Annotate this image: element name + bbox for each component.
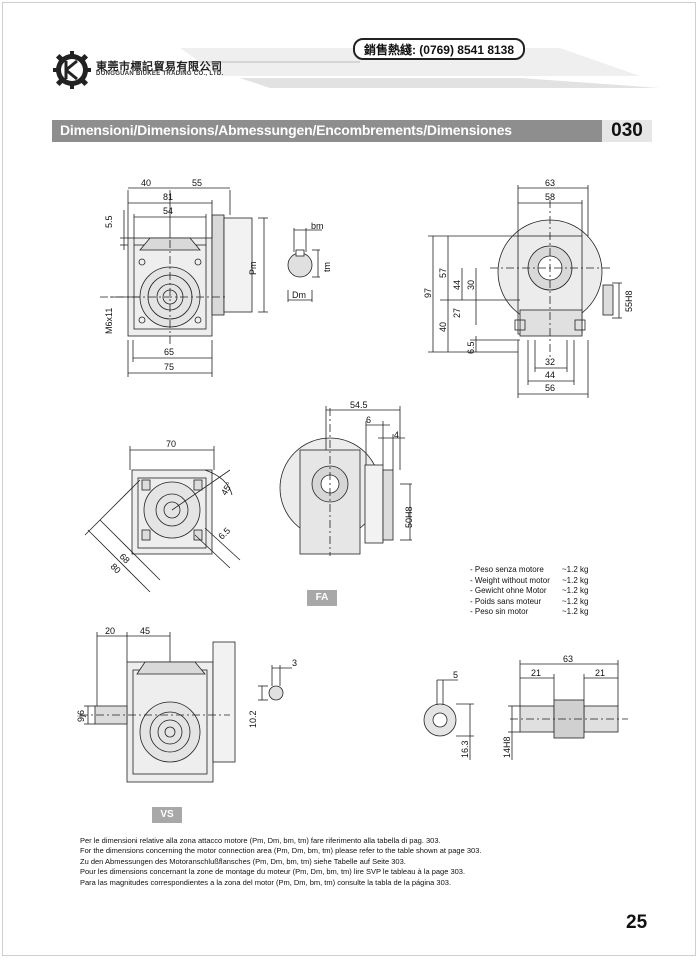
dim-hollow-63: 63 xyxy=(563,654,573,664)
dim-hollow-21a: 21 xyxy=(531,668,541,678)
shaft-detail-drawing xyxy=(287,228,322,302)
dim-front-40: 40 xyxy=(141,178,151,188)
weight-list: - Peso senza motore~1.2 kg - Weight with… xyxy=(470,565,588,618)
gear-logo-icon xyxy=(53,51,91,89)
hollow-shaft-drawing xyxy=(508,660,628,760)
dim-side-58: 58 xyxy=(545,192,555,202)
note-es: Para las magnitudes correspondientes a l… xyxy=(80,877,452,887)
vs-tag: VS xyxy=(152,807,182,823)
weight-row: - Peso senza motore~1.2 kg xyxy=(470,565,589,574)
dim-side-57: 57 xyxy=(438,268,448,278)
dim-bore-5: 5 xyxy=(453,670,458,680)
dim-side-56: 56 xyxy=(545,383,555,393)
weight-row: - Poids sans moteur~1.2 kg xyxy=(470,596,589,606)
bore-detail-drawing xyxy=(423,679,474,760)
dim-rot-70: 70 xyxy=(166,439,176,449)
dim-front-75: 75 xyxy=(164,362,174,372)
dim-front-m6x11: M6x11 xyxy=(104,308,114,334)
dim-side-55h8: 55H8 xyxy=(624,290,634,312)
dim-side-63: 63 xyxy=(545,178,555,188)
dim-hollow-14h8: 14H8 xyxy=(502,736,512,758)
dim-front-55: 55 xyxy=(192,178,202,188)
dim-front-pm: Pm xyxy=(248,262,258,276)
dim-fa-54-5: 54.5 xyxy=(350,400,368,410)
dim-side-40: 40 xyxy=(438,322,448,332)
dim-vs-3: 3 xyxy=(292,658,297,668)
page-number: 25 xyxy=(626,912,648,933)
dim-hollow-21b: 21 xyxy=(595,668,605,678)
dim-side-97: 97 xyxy=(423,288,433,298)
reference-notes: Per le dimensioni relative alla zona att… xyxy=(80,836,481,888)
dim-vs-45: 45 xyxy=(140,626,150,636)
dim-shaft-dm: Dm xyxy=(292,290,306,300)
sales-hotline: 銷售熱綫: (0769) 8541 8138 xyxy=(353,38,525,60)
dim-side-6-5: 6.5 xyxy=(466,341,476,354)
dim-fa-4: 4 xyxy=(394,430,399,440)
dim-vs-20: 20 xyxy=(105,626,115,636)
size-code: 030 xyxy=(602,120,652,142)
dim-vs-10-2: 10.2 xyxy=(248,710,258,728)
dim-side-32: 32 xyxy=(545,357,555,367)
dim-side-27: 27 xyxy=(452,308,462,318)
dim-rot-45deg: 45° xyxy=(219,480,235,497)
weight-row: - Weight without motor~1.2 kg xyxy=(470,575,589,585)
dim-front-81: 81 xyxy=(163,192,173,202)
vs-view-drawing xyxy=(80,632,292,783)
rotated-view-drawing xyxy=(84,446,241,593)
dim-rot-80: 80 xyxy=(109,561,123,575)
front-view-drawing xyxy=(100,187,268,377)
note-de: Zu den Abmessungen des Motoranschlußflan… xyxy=(80,856,406,866)
dim-front-65: 65 xyxy=(164,347,174,357)
dim-bore-16-3: 16.3 xyxy=(460,740,470,758)
dim-side-44b: 44 xyxy=(545,370,555,380)
fa-tag: FA xyxy=(307,590,337,606)
weight-row: - Gewicht ohne Motor~1.2 kg xyxy=(470,586,589,595)
dim-rot-68: 68 xyxy=(118,551,132,565)
title-bar xyxy=(52,120,652,142)
note-en: For the dimensions concerning the motor … xyxy=(80,846,482,856)
page-title: Dimensioni/Dimensions/Abmessungen/Encomb… xyxy=(60,122,512,138)
note-it: Per le dimensioni relative alla zona att… xyxy=(80,836,441,845)
fa-view-drawing xyxy=(279,406,412,556)
dim-side-30: 30 xyxy=(466,280,476,290)
dim-fa-50h8: 50H8 xyxy=(404,506,414,528)
weight-row: - Peso sin motor~1.2 kg xyxy=(470,607,589,616)
note-fr: Pour les dimensions concernant la zone d… xyxy=(80,867,466,877)
dim-shaft-tm: tm xyxy=(322,262,332,272)
dim-vs-9j6: 9j6 xyxy=(76,710,86,722)
side-view-drawing xyxy=(428,185,622,398)
dim-front-5-5: 5.5 xyxy=(104,215,114,228)
dim-side-44: 44 xyxy=(452,280,462,290)
dim-shaft-bm: bm xyxy=(311,221,324,231)
dim-front-54: 54 xyxy=(163,206,173,216)
dim-rot-6-5: 6.5 xyxy=(216,525,232,541)
company-name-cn: 東莞市標記貿易有限公司 xyxy=(96,61,223,73)
company-name-en: DONGGUAN BIUKEE TRADING CO., LTD. xyxy=(96,71,224,77)
dim-fa-6: 6 xyxy=(366,415,371,425)
